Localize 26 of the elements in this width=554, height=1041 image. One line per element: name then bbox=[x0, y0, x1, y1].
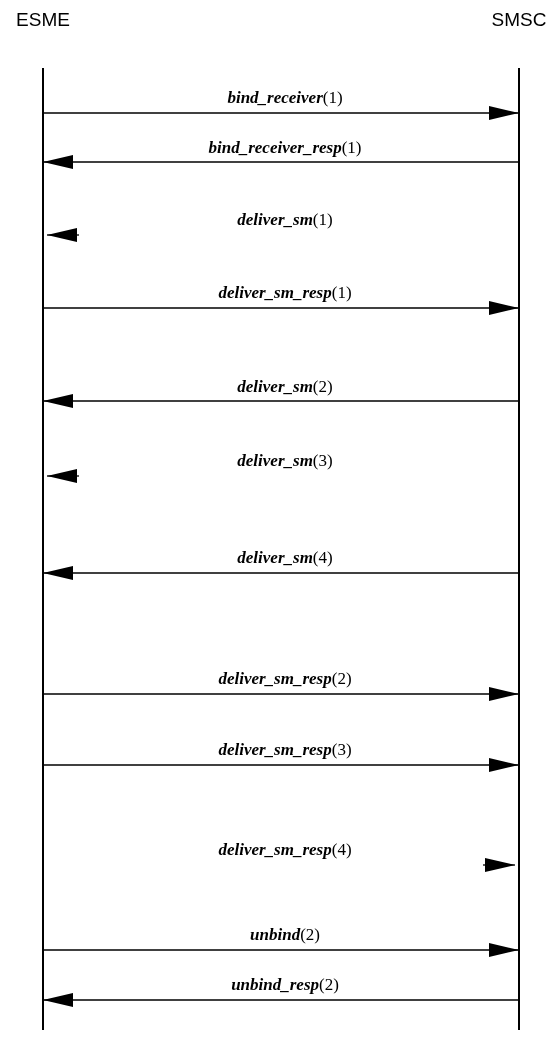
participant-label: SMSC bbox=[491, 8, 547, 32]
arrow bbox=[42, 993, 520, 1007]
arrow bbox=[42, 394, 520, 408]
arrow bbox=[42, 943, 520, 957]
message-label: deliver_sm(4) bbox=[237, 549, 333, 567]
message-label: deliver_sm_resp(4) bbox=[218, 841, 352, 859]
arrow bbox=[42, 566, 520, 580]
arrow bbox=[42, 301, 520, 315]
message-label: deliver_sm_resp(3) bbox=[218, 741, 352, 759]
message-label: deliver_sm(2) bbox=[237, 378, 333, 396]
message-label: deliver_sm(1) bbox=[237, 211, 333, 229]
message-label: deliver_sm_resp(2) bbox=[218, 670, 352, 688]
arrow bbox=[42, 106, 520, 120]
arrow bbox=[42, 687, 520, 701]
message-label: bind_receiver(1) bbox=[227, 89, 343, 107]
arrow bbox=[482, 858, 516, 872]
message-label: unbind(2) bbox=[250, 926, 320, 944]
participant-label: ESME bbox=[16, 8, 70, 32]
arrow bbox=[42, 155, 520, 169]
arrow bbox=[46, 469, 80, 483]
message-label: deliver_sm(3) bbox=[237, 452, 333, 470]
arrow bbox=[46, 228, 80, 242]
message-label: unbind_resp(2) bbox=[231, 976, 339, 994]
message-label: deliver_sm_resp(1) bbox=[218, 284, 352, 302]
arrow bbox=[42, 758, 520, 772]
message-label: bind_receiver_resp(1) bbox=[208, 139, 362, 157]
